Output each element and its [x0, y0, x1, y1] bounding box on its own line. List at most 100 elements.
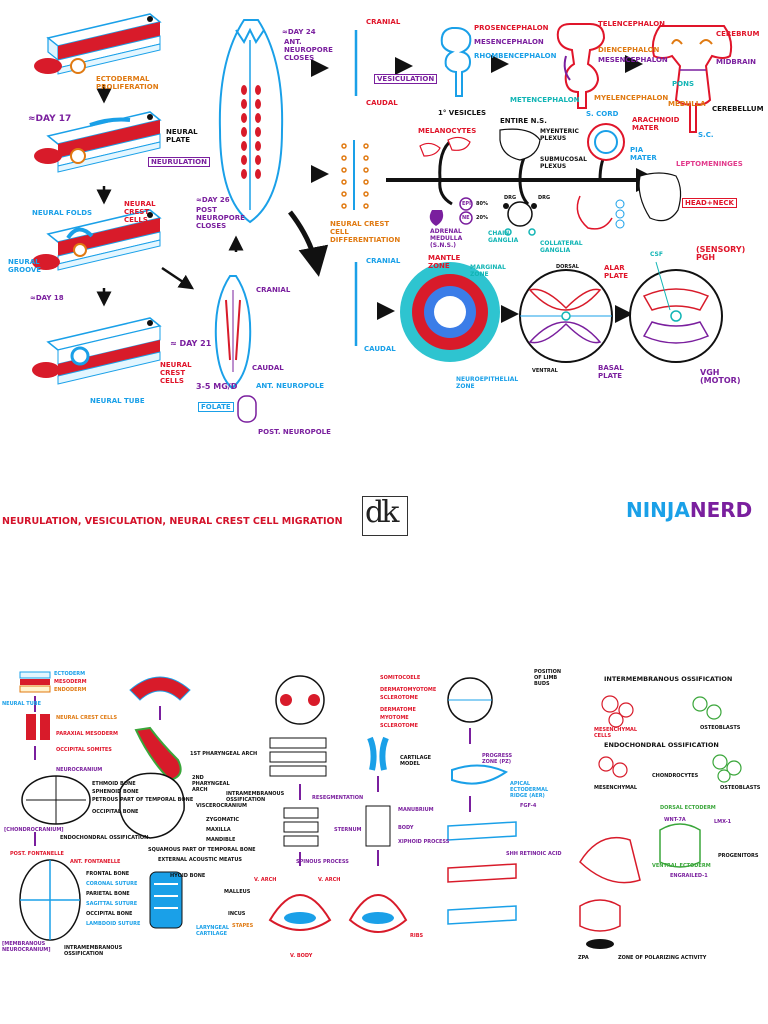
label-marginal: MARGINAL ZONE [470, 264, 506, 278]
label-ventral-ectoderm: VENTRAL ECTODERM [652, 863, 711, 869]
label-mantle: MANTLE ZONE [428, 254, 461, 270]
label-csf: CSF [650, 251, 663, 258]
label-prosencephalon: PROSENCEPHALON [474, 24, 549, 32]
label-manubrium: MANUBRIUM [398, 807, 434, 813]
label-mesenchymal-2: MESENCHYMAL [594, 785, 638, 791]
label-myotome: MYOTOME [380, 715, 409, 721]
page-title: NEURULATION, VESICULATION, NEURAL CREST … [2, 516, 343, 527]
spinal-cord-panel [354, 261, 723, 363]
logo-part-2: NERD [689, 498, 753, 522]
label-neural-tube-b: NEURAL TUBE [2, 701, 42, 707]
label-intramembranous: INTRAMEMBRANOUS OSSIFICATION [64, 945, 123, 957]
label-pia: PIA MATER [630, 146, 657, 162]
label-neuroepithelial: NEUROEPITHELIAL ZONE [456, 376, 519, 390]
label-neural-crest-b: NEURAL CREST CELLS [56, 715, 118, 721]
label-intramembranous-2: INTRAMEMBRANOUS OSSIFICATION [226, 791, 285, 803]
label-v-arch-1: V. ARCH [254, 877, 277, 883]
label-vesiculation: VESICULATION [374, 74, 438, 84]
label-neural-plate: NEURAL PLATE [166, 128, 198, 144]
label-folate-dose: 3-5 MG/D [196, 382, 238, 391]
label-v-arch-2: V. ARCH [318, 877, 341, 883]
ninja-nerd-logo: NINJANERD [626, 498, 752, 522]
label-cranial-sc: CRANIAL [366, 257, 401, 265]
label-chondrocytes: CHONDROCYTES [652, 773, 699, 779]
label-petrous: PETROUS PART OF TEMPORAL BONE [92, 797, 194, 803]
label-paraxial: PARAXIAL MESODERM [56, 731, 118, 737]
label-dermatomyotome: DERMATOMYOTOME [380, 687, 437, 693]
label-nc-differentiation: NEURAL CREST CELL DIFFERENTIATION [330, 220, 401, 244]
label-post-neuropole: POST. NEUROPOLE [258, 428, 331, 436]
label-dermatome: DERMATOME [380, 707, 416, 713]
label-primary-vesicles: 1° VESICLES [438, 109, 487, 117]
label-caudal-ves: CAUDAL [366, 99, 398, 107]
label-cranial-small: CRANIAL [256, 286, 291, 294]
label-zygomatic: ZYGOMATIC [206, 817, 239, 823]
dk-logo: dk [362, 495, 408, 536]
label-v-body: V. BODY [290, 953, 313, 959]
label-ant-closes: ANT. NEUROPORE CLOSES [284, 38, 333, 62]
label-endoderm: ENDODERM [54, 687, 87, 693]
label-folate: FOLATE [198, 402, 234, 412]
secondary-vesicles [556, 23, 606, 109]
label-submucosal: SUBMUCOSAL PLEXUS [540, 156, 587, 170]
label-pons: PONS [672, 80, 694, 88]
label-motor: VGH (MOTOR) [700, 368, 741, 385]
label-osteoblasts: OSTEOBLASTS [700, 725, 741, 731]
label-endochondral-title: ENDOCHONDRAL OSSIFICATION [604, 741, 719, 749]
label-mandible: MANDIBLE [206, 837, 236, 843]
label-myenteric: MYENTERIC PLEXUS [540, 128, 579, 142]
label-rhombencephalon: RHOMBENCEPHALON [474, 52, 557, 60]
label-somitocoele: SOMITOCOELE [380, 675, 421, 681]
label-neurulation: NEURULATION [148, 157, 210, 167]
label-dorsal: DORSAL [556, 264, 579, 270]
label-incus: INCUS [228, 911, 246, 917]
label-myelencephalon: MYELENCEPHALON [594, 94, 669, 102]
label-lambdoid: LAMBDOID SUTURE [86, 921, 141, 927]
label-occipital-somites: OCCIPITAL SOMITES [56, 747, 112, 753]
label-ethmoid: ETHMOID BONE [92, 781, 136, 787]
label-shh: SHH RETINOIC ACID [506, 851, 562, 857]
label-arachnoid: ARACHNOID MATER [632, 116, 680, 132]
label-sternum: STERNUM [334, 827, 362, 833]
label-endochondral: ENDOCHONDRAL OSSIFICATION [60, 835, 149, 841]
embryo-slab-3 [32, 209, 162, 271]
label-laryngeal: LARYNGEAL CARTILAGE [196, 925, 230, 937]
primary-vesicles [440, 27, 472, 97]
label-first-arch: 1ST PHARYNGEAL ARCH [190, 751, 258, 757]
small-embryo [214, 275, 257, 423]
label-mesenchymal: MESENCHYMAL CELLS [594, 727, 638, 739]
label-sc: S.C. [698, 131, 714, 139]
label-crest-cells-2: NEURAL CREST CELLS [160, 361, 192, 385]
label-hyoid: HYOID BONE [170, 873, 206, 879]
label-squamous: SQUAMOUS PART OF TEMPORAL BONE [148, 847, 256, 853]
label-sclerotome-2: SCLEROTOME [380, 723, 419, 729]
label-ant-fontanelle: ANT. FONTANELLE [70, 859, 121, 865]
label-melanocytes: MELANOCYTES [418, 127, 477, 135]
embryo-slab-4 [32, 317, 162, 385]
label-occipital-2: OCCIPITAL BONE [86, 911, 133, 917]
label-medulla: MEDULLA [668, 100, 706, 108]
label-aer: APICAL ECTODERMAL RIDGE (AER) [510, 781, 549, 799]
label-day18: ≈DAY 18 [30, 294, 64, 302]
label-cranial-ves: CRANIAL [366, 18, 401, 26]
label-fgf: FGF-4 [520, 803, 537, 809]
label-maxilla: MAXILLA [206, 827, 231, 833]
label-parietal: PARIETAL BONE [86, 891, 130, 897]
label-neural-groove: NEURAL GROOVE [8, 258, 42, 274]
label-crest-cells: NEURAL CREST CELLS [124, 200, 156, 224]
label-intramembranous-title: INTERMEMBRANOUS OSSIFICATION [604, 675, 733, 683]
label-telencephalon: TELENCEPHALON [598, 20, 666, 28]
label-membranous: [MEMBRANOUS NEUROCRANIUM] [2, 941, 51, 953]
neuropore-embryo [218, 19, 284, 224]
label-mesencephalon: MESENCEPHALON [474, 38, 544, 46]
label-midbrain: MIDBRAIN [716, 58, 756, 66]
label-engrailed: ENGRAILED-1 [670, 873, 708, 879]
label-sclerotome: SCLEROTOME [380, 695, 419, 701]
label-epi: EPI [462, 201, 471, 207]
label-pct20: 20% [476, 215, 488, 221]
label-viscerocranium: VISCEROCRANIUM [196, 803, 247, 809]
label-ectoderm: ECTODERM [54, 671, 86, 677]
label-cerebellum: CEREBELLUM [712, 105, 764, 113]
